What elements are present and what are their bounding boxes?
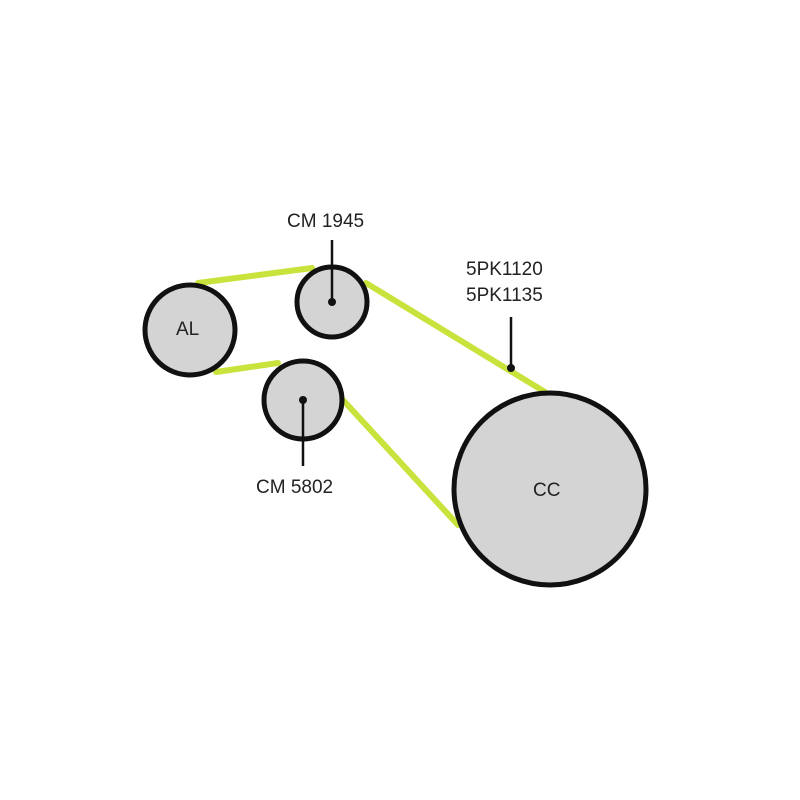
label-cm1945: CM 1945	[287, 211, 365, 232]
pulley-label-cc: CC	[533, 480, 561, 501]
belt-marker-dot	[507, 364, 515, 372]
label-belt-2: 5PK1135	[466, 285, 543, 306]
belt-segment-cm1945-cc	[363, 280, 548, 395]
center-dot-cm1945	[328, 298, 336, 306]
label-belt-1: 5PK1120	[466, 259, 543, 280]
belt	[195, 265, 548, 528]
belt-segment-cm5802-cc	[340, 397, 461, 528]
pulley-cc	[451, 390, 649, 588]
pulley-al	[142, 282, 238, 378]
pulley-label-al: AL	[176, 319, 200, 340]
belt-segment-al-cm1945	[195, 265, 315, 286]
center-dot-cm5802	[299, 396, 307, 404]
belt-segment-al-cm5802	[213, 360, 281, 375]
label-cm5802: CM 5802	[256, 477, 334, 498]
